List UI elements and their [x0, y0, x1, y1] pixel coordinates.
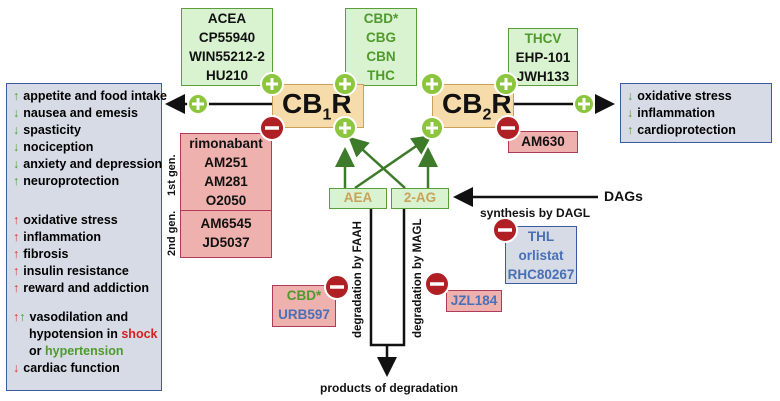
cb1-effects-panel: ↑appetite and food intake ↓nausea and em…: [6, 83, 168, 391]
2ag-box: 2-AG: [391, 188, 449, 209]
faah-degradation-label: degradation by FAAH: [352, 221, 364, 338]
gen2-antagonists-box: AM6545 JD5037: [180, 210, 272, 258]
gen1-label: 1st gen.: [166, 154, 178, 196]
agonist-label: CP55940: [198, 30, 256, 45]
effect-row: ↑reward and addiction: [13, 281, 149, 295]
phyto-label: CBG: [366, 30, 396, 45]
arrow-down-red-icon: ↓: [13, 361, 20, 375]
agonist-label: JWH133: [516, 69, 570, 84]
arrow-up-red-icon: ↑: [13, 310, 20, 324]
phyto-label: THC: [367, 68, 395, 83]
arrow-up-red-icon: ↑: [13, 281, 20, 295]
agonist-label: WIN55212-2: [189, 49, 265, 64]
cb2-effects-panel: ↓oxidative stress ↓inflammation ↑cardiop…: [620, 83, 772, 143]
2ag-label: 2-AG: [403, 190, 437, 205]
aea-box: AEA: [329, 188, 387, 209]
inhibitor-label: orlistat: [518, 248, 564, 263]
effect-row: ↓oxidative stress: [627, 89, 732, 103]
arrow-up-icon: ↑: [627, 123, 634, 137]
effect-row: ↓spasticity: [13, 123, 81, 137]
agonist-label: ACEA: [207, 11, 247, 26]
inhibitor-label: JZL184: [450, 293, 498, 308]
products-label: products of degradation: [320, 381, 458, 395]
arrow-up-icon: ↑: [13, 174, 20, 188]
2ag-to-cb1-arrow: [348, 136, 406, 189]
agonist-label: THCV: [524, 31, 562, 46]
effect-row: ↑insulin resistance: [13, 264, 129, 278]
effect-row: ↑inflammation: [13, 230, 102, 244]
dags-label: DAGs: [604, 188, 643, 204]
antagonist-label: AM281: [204, 174, 248, 189]
effect-row: ↑appetite and food intake: [13, 89, 168, 103]
effect-row: ↓inflammation: [627, 106, 716, 120]
arrow-up-red-icon: ↑: [13, 247, 20, 261]
effect-row: ↑oxidative stress: [13, 213, 118, 227]
aea-label: AEA: [343, 190, 373, 205]
effect-row: ↓anxiety and depression: [13, 157, 163, 171]
cb1-receptor-label: CB1R: [282, 88, 352, 124]
effect-row: ↓cardiac function: [13, 361, 120, 375]
arrow-up-red-icon: ↑: [13, 264, 20, 278]
magl-degradation-label: degradation by MAGL: [412, 218, 424, 338]
arrow-down-icon: ↓: [627, 106, 634, 120]
arrow-down-icon: ↓: [13, 106, 20, 120]
aea-to-cb2-arrow: [354, 135, 433, 190]
inhibitor-label: CBD*: [286, 288, 322, 303]
arrow-up-icon: ↑: [19, 310, 26, 324]
antagonist-label: AM630: [521, 134, 565, 149]
gen1-antagonists-box: rimonabant AM251 AM281 O2050: [180, 133, 272, 213]
gen2-label: 2nd gen.: [166, 210, 178, 256]
phyto-label: CBD*: [363, 11, 399, 26]
cb2-agonists-box: THCV EHP-101 JWH133: [508, 28, 578, 86]
dagl-inhibitors-box: THL orlistat RHC80267: [505, 226, 577, 284]
agonist-label: EHP-101: [515, 50, 571, 65]
effect-row: ↑↑vasodilation and: [13, 310, 129, 324]
effect-row: ↓nausea and emesis: [13, 106, 138, 120]
inhibitor-label: URB597: [278, 307, 330, 322]
arrow-up-red-icon: ↑: [13, 230, 20, 244]
antagonist-label: AM251: [204, 155, 248, 170]
phytocannabinoids-box: CBD* CBG CBN THC: [345, 8, 417, 86]
arrow-down-icon: ↓: [13, 140, 20, 154]
magl-inhibitor-box: JZL184: [446, 290, 502, 312]
effect-row: ↓nociception: [13, 140, 94, 154]
cb2-receptor-label: CB2R: [442, 88, 512, 124]
effect-row: hypotension in shock: [29, 327, 158, 341]
inhibitor-label: RHC80267: [507, 267, 575, 282]
effect-row: ↑neuroprotection: [13, 174, 120, 188]
effect-row: or hypertension: [29, 344, 124, 358]
antagonist-label: JD5037: [202, 235, 250, 250]
agonist-label: HU210: [205, 68, 249, 83]
synthesis-label: synthesis by DAGL: [480, 206, 591, 220]
cb1-agonists-box: ACEA CP55940 WIN55212-2 HU210: [181, 8, 273, 86]
arrow-down-icon: ↓: [13, 157, 20, 171]
degradation-lines: [369, 208, 406, 347]
inhibitor-label: THL: [527, 229, 555, 244]
arrow-up-icon: ↑: [13, 89, 20, 103]
am630-box: AM630: [508, 131, 578, 153]
antagonist-label: rimonabant: [189, 136, 263, 151]
antagonist-label: AM6545: [200, 216, 252, 231]
effect-row: ↑cardioprotection: [627, 123, 736, 137]
arrow-down-icon: ↓: [627, 89, 634, 103]
faah-inhibitors-box: CBD* URB597: [272, 285, 336, 327]
arrow-down-icon: ↓: [13, 123, 20, 137]
antagonist-label: O2050: [205, 193, 247, 208]
effect-row: ↑fibrosis: [13, 247, 69, 261]
arrow-up-red-icon: ↑: [13, 213, 20, 227]
phyto-label: CBN: [366, 49, 396, 64]
